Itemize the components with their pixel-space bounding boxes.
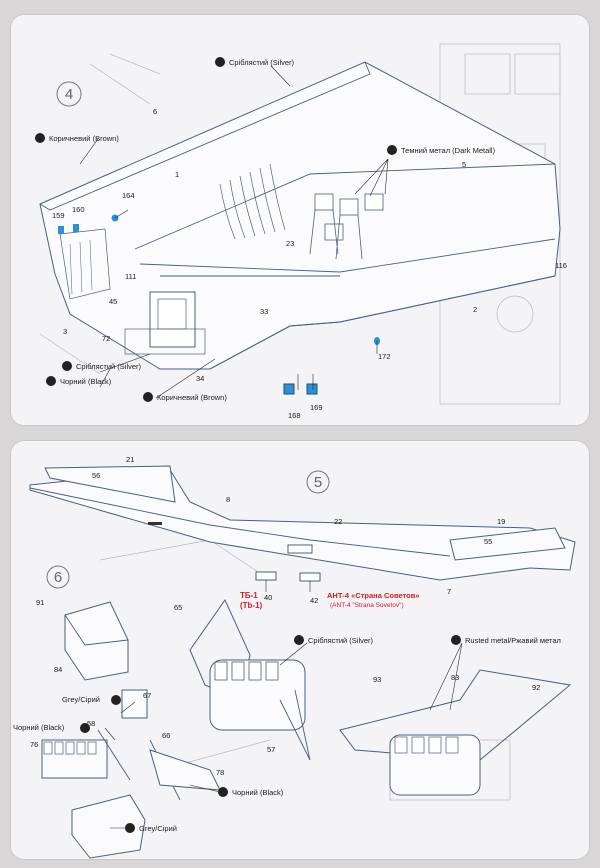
wing-assembly: [29, 465, 576, 592]
svg-text:65: 65: [174, 603, 182, 612]
step-number-circle: [56, 81, 82, 107]
leader-lines: [79, 65, 389, 399]
svg-text:67: 67: [143, 691, 151, 700]
svg-text:45: 45: [109, 297, 117, 306]
svg-text:169: 169: [310, 403, 323, 412]
svg-text:Темний метал (Dark Metall): Темний метал (Dark Metall): [401, 146, 496, 155]
svg-text:Чорний (Black): Чорний (Black): [60, 377, 112, 386]
step-5-6-panel: 5 21 56 8 22 19 55 7 40 42 ТБ-1 (Tb-1) А…: [10, 440, 590, 860]
svg-text:66: 66: [162, 731, 170, 740]
paint-label-brown-left: Коричневий (Brown): [35, 133, 119, 143]
paint-label-grey-bottom: Grey/Сірий: [125, 823, 177, 833]
fuselage-assembly: [39, 61, 561, 370]
svg-text:21: 21: [126, 455, 134, 464]
variant-ant4-label: АНТ-4 «Страна Советов»: [327, 591, 419, 600]
svg-text:116: 116: [555, 261, 567, 270]
step-6-leader-lines: [104, 642, 463, 829]
paint-label-black-bottom: Чорний (Black): [218, 787, 284, 797]
step-number: 4: [65, 86, 73, 103]
svg-text:83: 83: [451, 673, 459, 682]
svg-text:1: 1: [175, 170, 179, 179]
svg-text:160: 160: [72, 205, 85, 214]
svg-text:3: 3: [63, 327, 67, 336]
svg-text:Сріблястий (Silver): Сріблястий (Silver): [76, 362, 142, 371]
variant-tb1-label: ТБ-1: [240, 591, 258, 600]
svg-text:2: 2: [473, 305, 477, 314]
svg-text:76: 76: [30, 740, 38, 749]
svg-text:8: 8: [226, 495, 230, 504]
svg-text:78: 78: [216, 768, 224, 777]
paint-label-rusted: Rusted metal/Ржавий метал: [451, 635, 561, 645]
svg-text:Grey/Сірий: Grey/Сірий: [62, 695, 100, 704]
step-5-number-circle: [306, 470, 330, 494]
paint-label-grey-top: Grey/Сірий: [62, 695, 121, 705]
step-6-part-numbers: 91 84 65 67 58 76 66 78 57 93 83 92: [30, 598, 540, 777]
step-6-number-circle: [46, 565, 70, 589]
svg-text:72: 72: [102, 334, 110, 343]
svg-text:91: 91: [36, 598, 44, 607]
step-5-number: 5: [314, 474, 322, 491]
svg-text:19: 19: [497, 517, 505, 526]
step-4-panel: 4: [10, 14, 590, 426]
step-5-part-numbers: 21 56 8 22 19 55 7 40 42: [92, 455, 505, 605]
svg-text:93: 93: [373, 675, 381, 684]
svg-text:7: 7: [447, 587, 451, 596]
paint-label-dark-metal: Темний метал (Dark Metall): [387, 145, 496, 155]
svg-text:168: 168: [288, 411, 301, 420]
svg-text:111: 111: [125, 272, 136, 281]
engine-assemblies: [41, 598, 572, 859]
svg-text:Коричневий (Brown): Коричневий (Brown): [157, 393, 227, 402]
svg-text:Grey/Сірий: Grey/Сірий: [139, 824, 177, 833]
paint-label-black: Чорний (Black): [46, 376, 112, 386]
step-5-6-drawing: 5 21 56 8 22 19 55 7 40 42 ТБ-1 (Tb-1) А…: [13, 455, 576, 859]
svg-text:5: 5: [462, 160, 466, 169]
svg-text:56: 56: [92, 471, 100, 480]
paint-label-black-left: Чорний (Black): [13, 723, 90, 733]
svg-text:42: 42: [310, 596, 318, 605]
svg-text:23: 23: [286, 239, 294, 248]
paint-label-silver-bottom: Сріблястий (Silver): [62, 361, 142, 371]
paint-label-brown-bottom: Коричневий (Brown): [143, 392, 227, 402]
svg-text:33: 33: [260, 307, 268, 316]
svg-text:159: 159: [52, 211, 65, 220]
paint-label-silver-top: Сріблястий (Silver): [215, 57, 295, 67]
svg-text:Сріблястий (Silver): Сріблястий (Silver): [308, 636, 374, 645]
step-4-drawing: 4: [35, 43, 567, 420]
svg-text:22: 22: [334, 517, 342, 526]
svg-text:58: 58: [87, 719, 95, 728]
svg-text:164: 164: [122, 191, 135, 200]
svg-text:172: 172: [378, 352, 391, 361]
svg-text:40: 40: [264, 593, 272, 602]
svg-text:Коричневий (Brown): Коричневий (Brown): [49, 134, 119, 143]
part-numbers: 6 1 5 164 159 160 111 45 23 33 3 72 2 11…: [52, 107, 567, 420]
svg-text:34: 34: [196, 374, 204, 383]
step-6-number: 6: [54, 569, 62, 586]
svg-text:92: 92: [532, 683, 540, 692]
paint-label-silver: Сріблястий (Silver): [294, 635, 374, 645]
svg-text:6: 6: [153, 107, 157, 116]
svg-text:Rusted metal/Ржавий метал: Rusted metal/Ржавий метал: [465, 636, 561, 645]
svg-text:55: 55: [484, 537, 492, 546]
svg-text:84: 84: [54, 665, 62, 674]
svg-text:Чорний (Black): Чорний (Black): [13, 723, 65, 732]
variant-tb1-en-label: (Tb-1): [240, 601, 263, 610]
svg-text:Чорний (Black): Чорний (Black): [232, 788, 284, 797]
svg-text:Сріблястий (Silver): Сріблястий (Silver): [229, 58, 295, 67]
variant-ant4-en-label: (ANT-4 "Strana Sovetov"): [330, 602, 404, 609]
svg-text:57: 57: [267, 745, 275, 754]
